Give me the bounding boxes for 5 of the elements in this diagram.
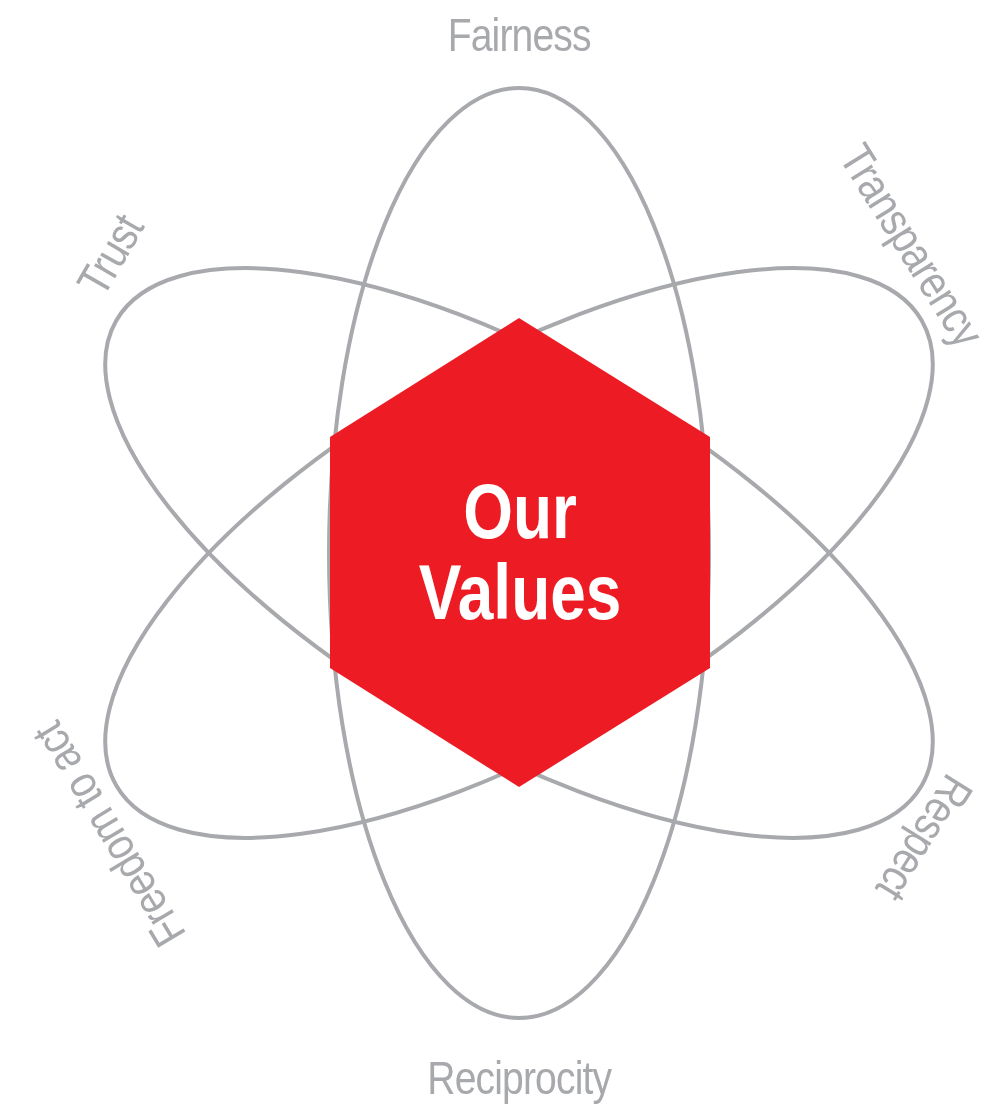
value-label: Trust xyxy=(65,205,155,305)
value-label: Fairness xyxy=(447,8,591,62)
hexagon-node xyxy=(330,318,710,787)
value-label: Reciprocity xyxy=(426,1051,611,1105)
node-title: Our Values xyxy=(417,470,623,635)
